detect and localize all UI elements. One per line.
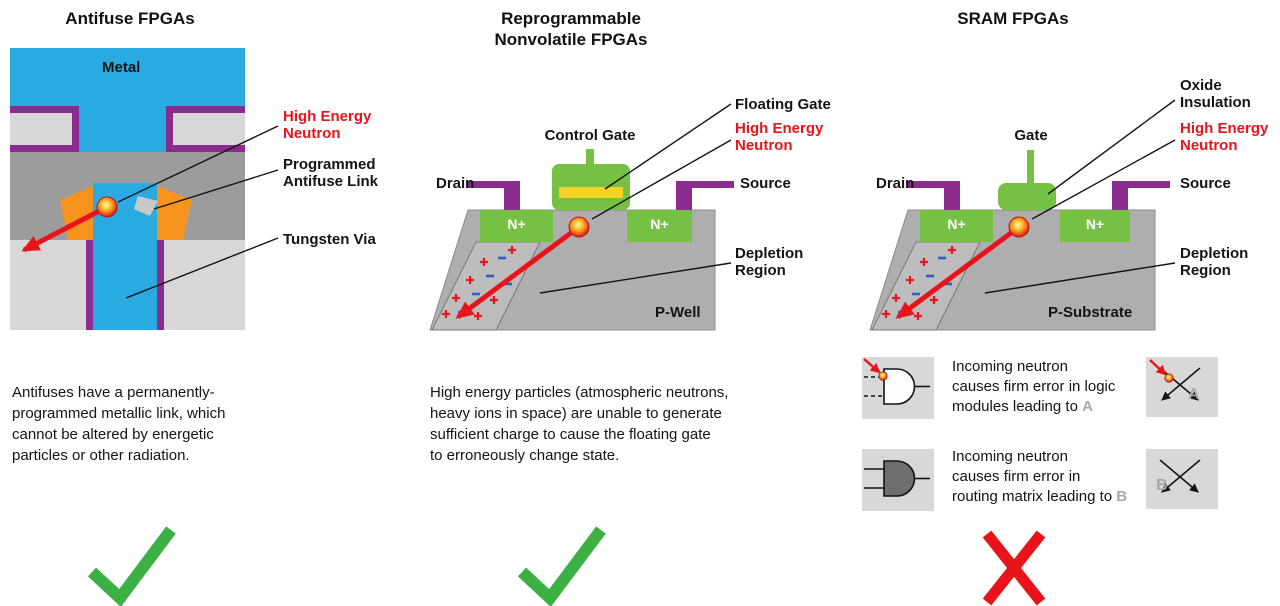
label-n-plus-source: N+ [650, 216, 669, 232]
label-p-well: P-Well [655, 304, 701, 321]
label-high-energy-neutron: High Energy Neutron [735, 120, 824, 155]
n-plus-drain-region [920, 210, 993, 242]
nonvolatile-cross-section [429, 103, 734, 331]
logic-module-error-icon [862, 357, 934, 419]
logic-routing-result-icon [1146, 357, 1218, 417]
label-drain: Drain [876, 175, 915, 192]
mini-neutron-ball [1164, 373, 1174, 383]
source-contact [1112, 181, 1170, 210]
column-title-antifuse: Antifuse FPGAs [65, 9, 195, 28]
and-gate-icon [883, 368, 916, 405]
mini-neutron-arrow [1149, 359, 1167, 376]
icon-letter-a: A [1188, 386, 1200, 403]
checkmark-icon-nonvolatile [517, 526, 606, 606]
label-gate: Gate [1014, 127, 1048, 144]
neutron-ball [568, 216, 590, 238]
column-title-sram: SRAM FPGAs [957, 9, 1069, 28]
nonvolatile-description: High energy particles (atmospheric neutr… [430, 384, 729, 464]
note-routing-text: Incoming neutron causes firm error in ro… [952, 448, 1113, 505]
label-floating-gate: Floating Gate [735, 96, 831, 113]
label-depletion-region: Depletion Region [1180, 245, 1249, 280]
routing-matrix-error-icon [862, 449, 934, 511]
antifuse-link-shape [134, 196, 158, 216]
neutron-arrow [21, 204, 109, 253]
checkmark-icon-antifuse [87, 526, 176, 606]
label-oxide-insulation: Oxide Insulation [1180, 77, 1251, 112]
note-logic-letter: A [1082, 397, 1093, 415]
floating-gate-bar [559, 187, 623, 198]
n-plus-source-region [1060, 210, 1130, 242]
metal-stem [79, 106, 166, 152]
and-gate-filled-icon [883, 460, 916, 497]
label-n-plus-drain: N+ [507, 216, 526, 232]
note-logic-error: Incoming neutron causes firm error in lo… [952, 357, 1147, 416]
x-mark-icon-sram [982, 530, 1046, 606]
label-metal: Metal [102, 59, 141, 76]
barrier-metal-lines [10, 106, 245, 152]
antifuse-description: Antifuses have a permanently- programmed… [12, 384, 226, 464]
mini-neutron-arrow [863, 358, 881, 374]
note-routing-letter: B [1116, 487, 1128, 505]
label-programmed-antifuse-link: Programmed Antifuse Link [283, 156, 379, 191]
label-high-energy-neutron: High Energy Neutron [1180, 120, 1269, 155]
antifuse-leader-lines [117, 125, 279, 299]
mini-neutron-ball [878, 371, 888, 381]
label-control-gate: Control Gate [544, 127, 636, 144]
gate-stem [1027, 150, 1034, 188]
label-source: Source [1180, 175, 1231, 192]
n-plus-drain-region [480, 210, 553, 242]
neutron-ball [96, 196, 118, 218]
column-title-nonvolatile: Reprogrammable Nonvolatile FPGAs [494, 9, 648, 50]
metal-region [10, 48, 245, 106]
note-routing-error: Incoming neutron causes firm error in ro… [952, 447, 1147, 506]
label-n-plus-source: N+ [1085, 216, 1105, 232]
neutron-ball [1008, 216, 1030, 238]
label-high-energy-neutron: High Energy Neutron [283, 108, 372, 143]
label-source: Source [740, 175, 791, 192]
icon-letter-b: B [1156, 477, 1168, 494]
neutron-arrow [455, 224, 581, 320]
sram-leader-lines [984, 99, 1176, 294]
drain-contact [466, 181, 520, 210]
gate-shape [998, 183, 1056, 210]
sram-cross-section [869, 99, 1176, 331]
label-depletion-region: Depletion Region [735, 245, 804, 280]
note-logic-text: Incoming neutron causes firm error in lo… [952, 358, 1116, 415]
neutron-arrow [895, 224, 1021, 320]
label-n-plus-drain: N+ [947, 216, 966, 232]
label-tungsten-via: Tungsten Via [283, 231, 376, 248]
routing-matrix-result-icon [1146, 449, 1218, 509]
label-drain: Drain [436, 175, 475, 192]
drain-contact [906, 181, 960, 210]
source-contact [676, 181, 734, 210]
nonvolatile-leader-lines [539, 103, 732, 294]
control-gate-stem [586, 149, 594, 167]
antifuse-cross-section [10, 48, 279, 330]
label-p-substrate: P-Substrate [1048, 304, 1133, 321]
n-plus-source-region [627, 210, 692, 242]
